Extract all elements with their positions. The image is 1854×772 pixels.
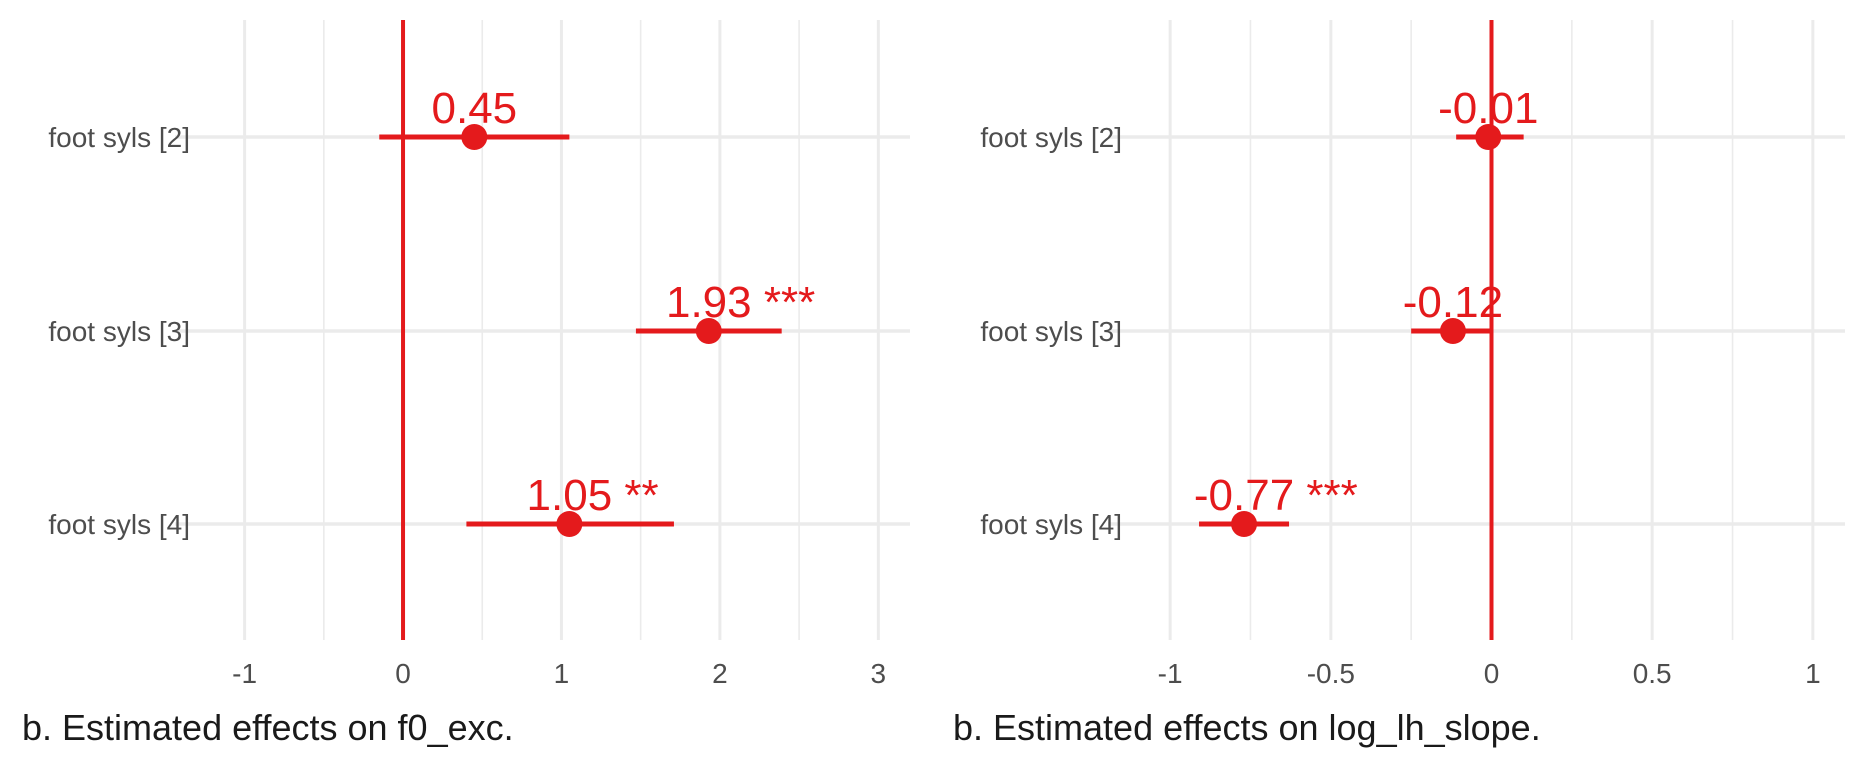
panel-caption: b. Estimated effects on log_lh_slope. (953, 707, 1541, 748)
estimate-point (461, 124, 488, 150)
category-label: foot syls [3] (48, 316, 190, 347)
x-tick-label: 1 (554, 658, 570, 689)
value-label: -0.12 (1403, 278, 1503, 327)
x-tick-label: 0 (1484, 658, 1500, 689)
estimate-point (1475, 124, 1502, 150)
value-label: -0.01 (1438, 84, 1538, 133)
category-label: foot syls [4] (980, 509, 1122, 540)
category-label: foot syls [3] (980, 316, 1122, 347)
value-label: 1.93 *** (666, 278, 815, 327)
category-label: foot syls [2] (48, 122, 190, 153)
panel-log-lh-slope: foot syls [2] foot syls [3] foot syls [4] -… (953, 20, 1845, 748)
estimate-point (695, 318, 722, 344)
panel-caption: b. Estimated effects on f0_exc. (22, 707, 514, 748)
panel-f0-exc: foot syls [2] foot syls [3] foot syls [4] 0… (22, 20, 910, 748)
x-tick-label: 3 (871, 658, 887, 689)
x-tick-label: 2 (712, 658, 728, 689)
x-tick-label: 0.5 (1633, 658, 1672, 689)
estimate-point (556, 511, 583, 537)
value-label: -0.77 *** (1194, 471, 1358, 520)
category-label: foot syls [2] (980, 122, 1122, 153)
x-tick-label: -1 (232, 658, 257, 689)
category-label: foot syls [4] (48, 509, 190, 540)
x-tick-label: 0 (395, 658, 411, 689)
estimate-point (1439, 318, 1466, 344)
value-label: 0.45 (432, 84, 518, 133)
estimate-point (1231, 511, 1258, 537)
x-tick-label: 1 (1805, 658, 1821, 689)
x-tick-label: -0.5 (1307, 658, 1355, 689)
x-tick-label: -1 (1158, 658, 1183, 689)
value-label: 1.05 ** (527, 471, 659, 520)
